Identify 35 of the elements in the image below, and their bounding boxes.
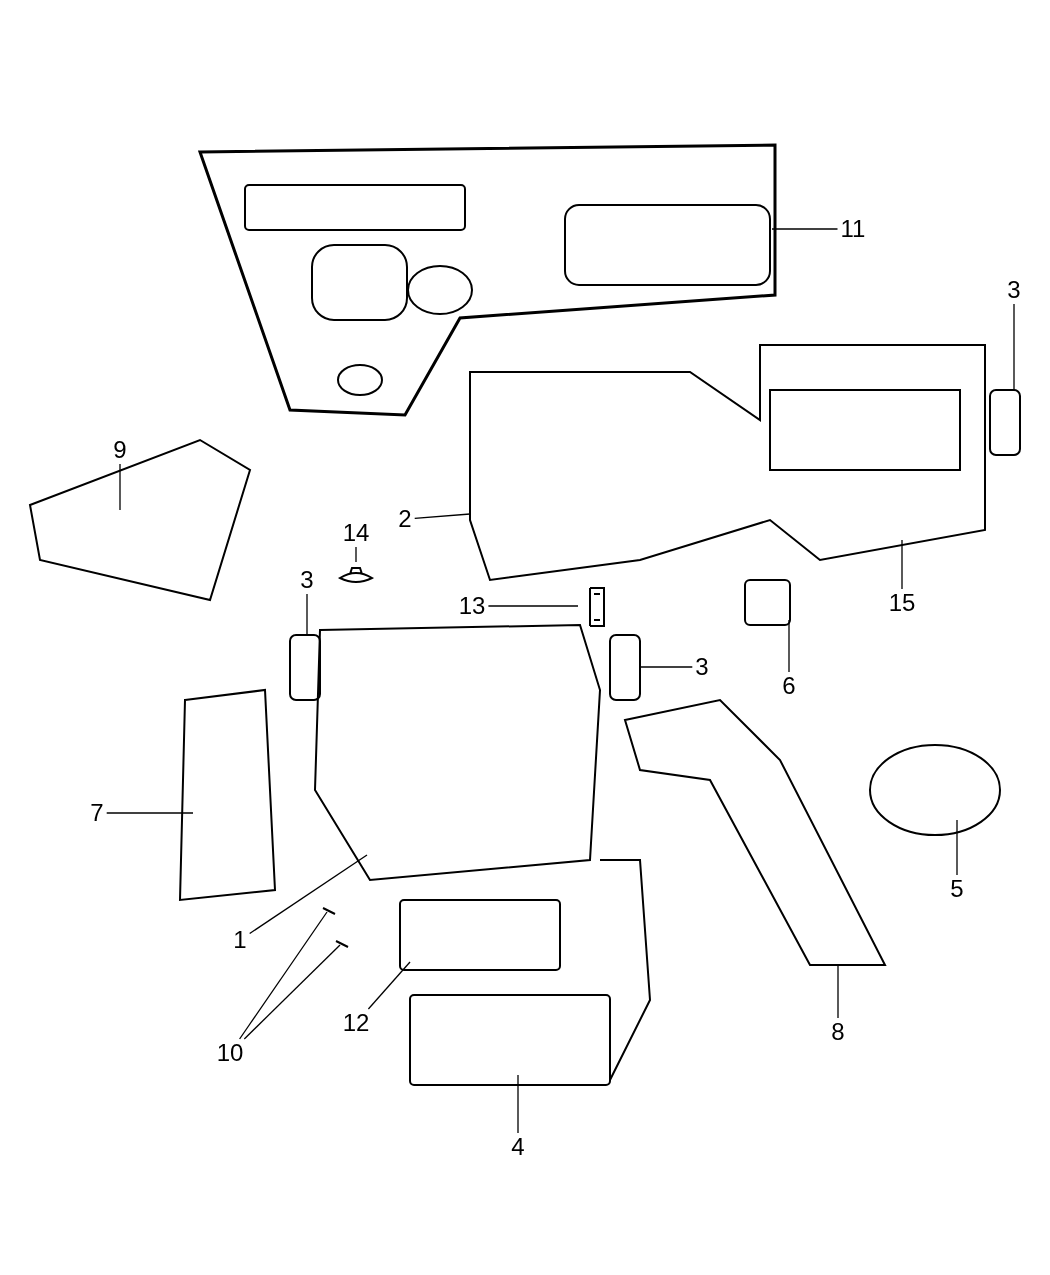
leader-line: [956, 819, 958, 876]
leader-line: [517, 1074, 519, 1134]
leader-line: [771, 228, 839, 230]
callout-number: 2: [398, 506, 412, 532]
callout-number: 5: [950, 876, 964, 902]
callout-number: 3: [695, 654, 709, 680]
leader-line: [788, 619, 790, 673]
callout-number: 1: [233, 927, 247, 953]
leader-line: [306, 593, 308, 636]
leader-line: [238, 911, 328, 1040]
leader-line: [249, 854, 368, 935]
callout-number: 10: [216, 1040, 244, 1066]
leader-line: [1013, 303, 1015, 391]
leader-line: [106, 812, 194, 814]
callout-number: 6: [782, 673, 796, 699]
callout-number: 11: [840, 216, 866, 242]
callout-number: 15: [888, 590, 916, 616]
leader-line: [901, 539, 903, 590]
callout-number: 8: [831, 1019, 845, 1045]
callout-number: 9: [113, 437, 127, 463]
leader-line: [639, 666, 693, 668]
callout-number: 14: [342, 520, 370, 546]
leader-line: [487, 605, 579, 607]
callout-number: 13: [458, 593, 486, 619]
callout-number: 3: [300, 567, 314, 593]
callout-number: 7: [90, 800, 104, 826]
leader-line: [367, 961, 411, 1010]
leader-line: [243, 944, 341, 1040]
callout-number: 3: [1007, 277, 1021, 303]
leader-line: [119, 463, 121, 511]
callout-number: 4: [511, 1134, 525, 1160]
leader-line: [837, 964, 839, 1019]
callout-number: 12: [342, 1010, 370, 1036]
leader-line: [414, 513, 471, 519]
leader-line: [355, 546, 357, 563]
